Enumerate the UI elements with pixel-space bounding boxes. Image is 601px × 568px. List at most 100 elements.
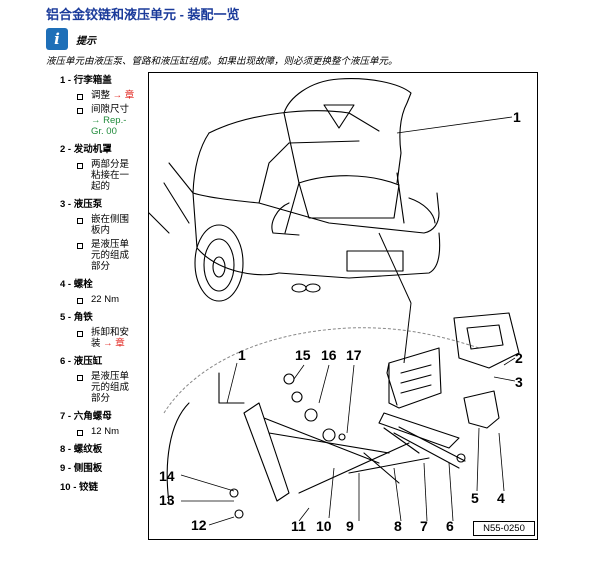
item-title: 6 - 液压缸 [60, 355, 146, 368]
bullet-icon [77, 218, 83, 224]
note-text: 液压单元由液压泵、管路和液压缸组成。如果出现故障，则必须更换整个液压单元。 [46, 56, 398, 67]
sub-item-label: 22 Nm [91, 294, 119, 305]
assembly-drawing [149, 78, 520, 526]
item-number: 4 - [60, 279, 72, 290]
sub-item-text: 调整 → 章 [91, 90, 137, 101]
item-number: 10 - [60, 482, 77, 493]
bullet-icon [77, 243, 83, 249]
sub-item: 两部分是粘接在一起的 [60, 159, 146, 192]
item-number: 5 - [60, 312, 72, 323]
list-item: 3 - 液压泵嵌在侧围板内是液压单元的组成部分 [60, 198, 146, 272]
item-name: 行李箱盖 [73, 75, 112, 86]
callout-4: 4 [497, 490, 505, 506]
note-header: i 提示 [46, 28, 96, 50]
sub-item-text: 嵌在侧围板内 [91, 214, 137, 236]
callout-3: 3 [515, 374, 523, 390]
item-name: 螺栓 [73, 279, 93, 290]
callout-11: 11 [291, 518, 306, 534]
item-title: 2 - 发动机罩 [60, 143, 146, 156]
sub-item: 12 Nm [60, 426, 146, 437]
callout-1-detail: 1 [238, 347, 246, 363]
sub-item-text: 两部分是粘接在一起的 [91, 159, 137, 192]
sub-item-label: 间隙尺寸 [91, 104, 130, 115]
callout-2: 2 [515, 350, 523, 366]
list-item: 8 - 螺纹板 [60, 443, 146, 456]
list-item: 4 - 螺栓 22 Nm [60, 278, 146, 305]
sub-item: 嵌在侧围板内 [60, 214, 146, 236]
cross-reference-link[interactable]: → 章 [112, 90, 135, 101]
item-number: 2 - [60, 144, 72, 155]
bullet-icon [77, 331, 83, 337]
sub-item-text: 间隙尺寸→ Rep.-Gr. 00 [91, 104, 137, 137]
item-title: 10 - 铰链 [60, 481, 146, 494]
callout-8: 8 [394, 518, 402, 534]
bullet-icon [77, 108, 83, 114]
item-name: 角铁 [73, 312, 93, 323]
item-title: 5 - 角铁 [60, 311, 146, 324]
cross-reference-link[interactable]: → Rep.-Gr. 00 [91, 115, 127, 137]
list-item: 7 - 六角螺母 12 Nm [60, 410, 146, 437]
callout-16: 16 [321, 347, 337, 363]
callout-5: 5 [471, 490, 479, 506]
item-name: 液压泵 [73, 199, 103, 210]
page-title: 铝合金铰链和液压单元 - 装配一览 [46, 7, 240, 22]
item-number: 8 - [60, 444, 72, 455]
callout-9: 9 [346, 518, 354, 534]
list-item: 6 - 液压缸是液压单元的组成部分 [60, 355, 146, 404]
assembly-figure: 1 2 3 1 15 16 17 14 13 12 11 10 9 8 7 6 … [148, 72, 538, 540]
sub-item: 间隙尺寸→ Rep.-Gr. 00 [60, 104, 146, 137]
callout-15: 15 [295, 347, 311, 363]
item-name: 铰链 [79, 482, 99, 493]
sub-item-label: 12 Nm [91, 426, 119, 437]
item-name: 螺纹板 [73, 444, 103, 455]
note-label: 提示 [76, 35, 96, 47]
list-item: 1 - 行李箱盖调整 → 章间隙尺寸→ Rep.-Gr. 00 [60, 74, 146, 137]
item-title: 4 - 螺栓 [60, 278, 146, 291]
callout-1: 1 [513, 109, 521, 125]
sub-item-text: 拆卸和安装 → 章 [91, 327, 137, 349]
sub-item-text: 22 Nm [91, 294, 137, 305]
item-name: 六角螺母 [73, 411, 112, 422]
sub-item-label: 嵌在侧围板内 [91, 214, 130, 236]
bullet-icon [77, 298, 83, 304]
item-number: 7 - [60, 411, 72, 422]
cross-reference-link[interactable]: → 章 [103, 338, 125, 349]
item-number: 9 - [60, 463, 72, 474]
bullet-icon [77, 94, 83, 100]
callout-17: 17 [346, 347, 362, 363]
list-item: 2 - 发动机罩两部分是粘接在一起的 [60, 143, 146, 192]
item-title: 1 - 行李箱盖 [60, 74, 146, 87]
item-title: 9 - 侧围板 [60, 462, 146, 475]
info-icon: i [46, 28, 68, 50]
list-item: 10 - 铰链 [60, 481, 146, 494]
item-title: 8 - 螺纹板 [60, 443, 146, 456]
sub-item-label: 拆卸和安装 [91, 327, 130, 349]
callout-14: 14 [159, 468, 175, 484]
sub-item-label: 是液压单元的组成部分 [91, 371, 130, 404]
item-title: 3 - 液压泵 [60, 198, 146, 211]
callout-7: 7 [420, 518, 428, 534]
item-name: 发动机罩 [73, 144, 112, 155]
sub-item-label: 两部分是粘接在一起的 [91, 159, 130, 192]
sub-item: 调整 → 章 [60, 90, 146, 101]
sub-item-label: 是液压单元的组成部分 [91, 239, 130, 272]
sub-item: 22 Nm [60, 294, 146, 305]
callout-6: 6 [446, 518, 454, 534]
bullet-icon [77, 163, 83, 169]
sub-item-text: 是液压单元的组成部分 [91, 239, 137, 272]
list-item: 9 - 侧围板 [60, 462, 146, 475]
item-number: 6 - [60, 356, 72, 367]
sub-item: 拆卸和安装 → 章 [60, 327, 146, 349]
item-title: 7 - 六角螺母 [60, 410, 146, 423]
item-name: 液压缸 [73, 356, 103, 367]
callout-10: 10 [316, 518, 332, 534]
bullet-icon [77, 430, 83, 436]
figure-code: N55-0250 [473, 521, 535, 536]
item-number: 1 - [60, 75, 72, 86]
sub-item-text: 是液压单元的组成部分 [91, 371, 137, 404]
sub-item: 是液压单元的组成部分 [60, 239, 146, 272]
sub-item-text: 12 Nm [91, 426, 137, 437]
item-name: 侧围板 [73, 463, 103, 474]
sub-item-label: 调整 [91, 90, 111, 101]
